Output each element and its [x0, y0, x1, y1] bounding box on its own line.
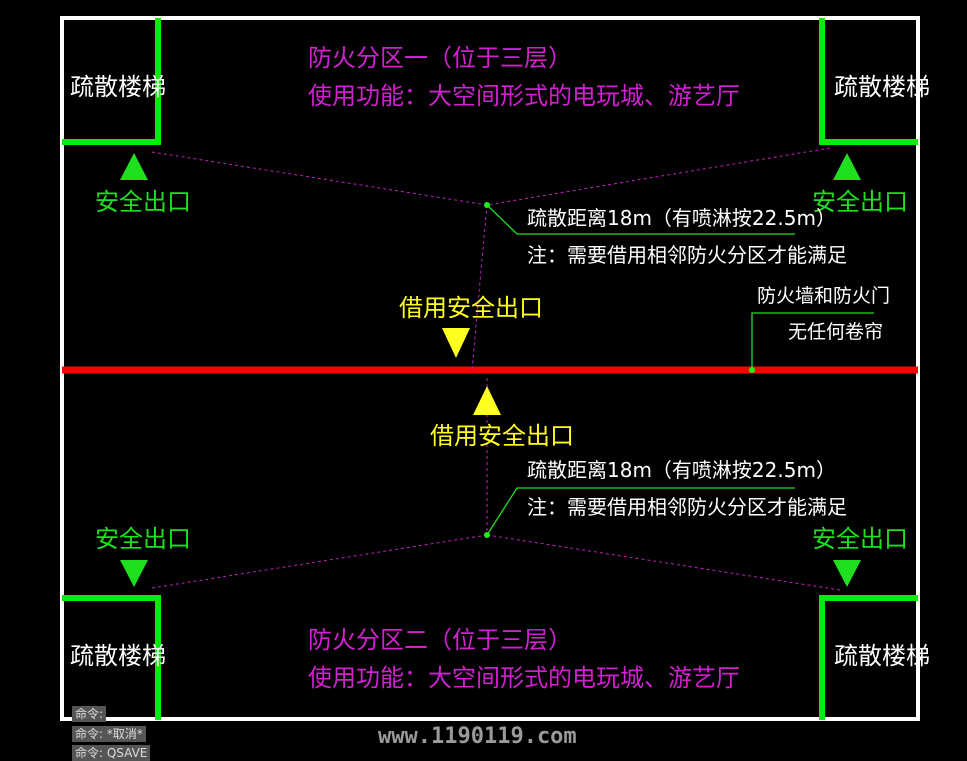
stair-label: 疏散楼梯: [70, 73, 166, 101]
stair-label: 疏散楼梯: [834, 642, 930, 670]
borrow-note: 注：需要借用相邻防火分区才能满足: [527, 243, 847, 267]
exit-arrow-down-icon: [120, 560, 148, 587]
exit-label: 安全出口: [95, 188, 191, 216]
watermark: www.1190119.com: [378, 724, 577, 749]
borrowed-exit-arrow-down-icon: [442, 328, 470, 358]
leader-dots: [484, 202, 755, 538]
stair-label: 疏散楼梯: [834, 73, 930, 101]
borrowed-exit-label: 借用安全出口: [399, 294, 543, 322]
exit-label: 安全出口: [812, 188, 908, 216]
command-history-line: 命令: *取消*: [72, 726, 146, 742]
exit-arrow-down-icon: [833, 560, 861, 587]
zone2-use: 使用功能：大空间形式的电玩城、游艺厅: [308, 664, 740, 692]
borrow-note: 注：需要借用相邻防火分区才能满足: [527, 495, 847, 519]
exit-label: 安全出口: [95, 525, 191, 553]
stair-label: 疏散楼梯: [70, 642, 166, 670]
borrowed-exit-label: 借用安全出口: [430, 422, 574, 450]
borrowed-exit-arrow-up-icon: [473, 386, 501, 415]
stair-walls: [62, 18, 918, 720]
exit-label: 安全出口: [812, 525, 908, 553]
firewall-label-2: 无任何卷帘: [788, 321, 884, 343]
distance-note: 疏散距离18m（有喷淋按22.5m）: [527, 206, 836, 230]
evacuation-paths: [151, 147, 841, 591]
exit-arrow-up-icon: [833, 153, 861, 180]
command-history-line: 命令: QSAVE: [72, 745, 151, 761]
zone2-title: 防火分区二（位于三层）: [308, 626, 572, 654]
exit-arrow-up-icon: [120, 153, 148, 180]
leader-lines: [486, 204, 874, 536]
zone1-title: 防火分区一（位于三层）: [308, 44, 572, 72]
zone1-use: 使用功能：大空间形式的电玩城、游艺厅: [308, 82, 740, 110]
firewall-label: 防火墙和防火门: [757, 285, 891, 307]
command-history-line: 命令:: [72, 706, 107, 722]
distance-note: 疏散距离18m（有喷淋按22.5m）: [527, 458, 836, 482]
